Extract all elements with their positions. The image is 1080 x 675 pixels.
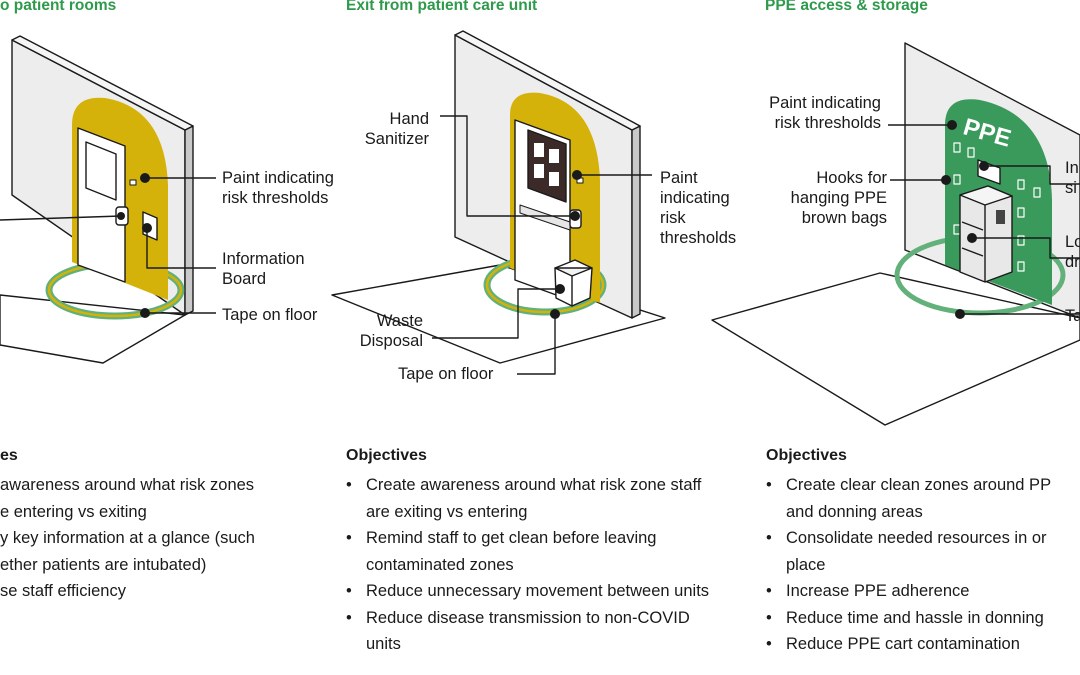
leader-dots bbox=[117, 120, 989, 319]
panel2-tape-label: Tape on floor bbox=[398, 365, 494, 383]
objective-item: Create clear clean zones around PP and d… bbox=[766, 472, 1080, 525]
hook-icon bbox=[967, 147, 975, 158]
panel1-objectives: awareness around what risk zones e enter… bbox=[0, 472, 310, 605]
panel1-objectives-heading: es bbox=[0, 447, 18, 464]
panel3-objectives: Create clear clean zones around PP and d… bbox=[766, 472, 1080, 658]
hook-icon bbox=[953, 142, 961, 153]
hook-icon bbox=[1033, 187, 1041, 198]
objective-item: Increase PPE adherence bbox=[766, 578, 1080, 605]
panel2-floor bbox=[331, 264, 666, 364]
panel1-title: o patient rooms bbox=[0, 0, 117, 14]
panel2-illustration bbox=[331, 30, 666, 364]
objective-item: Consolidate needed resources in or place bbox=[766, 525, 1080, 578]
objective-item: e entering vs exiting bbox=[0, 502, 147, 521]
leader-lines bbox=[0, 115, 1080, 375]
objective-item: Create awareness around what risk zone s… bbox=[346, 472, 726, 525]
panel3-hooks-label: Hooks for hanging PPE brown bags bbox=[790, 169, 887, 227]
objective-item: awareness around what risk zones bbox=[0, 476, 255, 494]
hook-icon bbox=[1017, 207, 1025, 218]
panel3-info-label: In si bbox=[1065, 159, 1079, 197]
panel3-objectives-heading: Objectives bbox=[766, 447, 847, 464]
panel2-waste-label: Waste Disposal bbox=[359, 312, 423, 350]
panel1-paint-label: Paint indicating risk thresholds bbox=[222, 169, 334, 207]
panel1-info-label: Information Board bbox=[222, 250, 305, 288]
panel3-illustration bbox=[711, 42, 1080, 426]
objective-item: se staff efficiency bbox=[0, 582, 126, 600]
panel1-floor bbox=[0, 294, 186, 364]
objective-item: ether patients are intubated) bbox=[0, 555, 207, 574]
panel2-waste-bin bbox=[554, 259, 593, 307]
panel2-sanitizer-label: Hand Sanitizer bbox=[364, 110, 429, 148]
panel2-paint-label: Paint indicating risk thresholds bbox=[660, 169, 737, 247]
objective-item: Reduce time and hassle in donning bbox=[766, 605, 1080, 632]
hook-icon bbox=[953, 174, 961, 185]
objective-item: Reduce PPE cart contamination bbox=[766, 631, 1080, 658]
panel3-tape-label: Ta bbox=[1065, 307, 1080, 325]
panel3-locker-label: Lo dr bbox=[1065, 233, 1080, 271]
hook-icon bbox=[1017, 179, 1025, 190]
panel2-objectives-heading: Objectives bbox=[346, 447, 427, 464]
panel1-tape-label: Tape on floor bbox=[222, 306, 318, 324]
panel1-door-window bbox=[85, 141, 117, 201]
objective-item: Remind staff to get clean before leaving… bbox=[346, 525, 726, 578]
panel2-title: Exit from patient care unit bbox=[346, 0, 538, 14]
panel2-objectives: Create awareness around what risk zone s… bbox=[346, 472, 726, 658]
panel3-title: PPE access & storage bbox=[765, 0, 928, 14]
panel1-illustration bbox=[0, 35, 194, 364]
objective-item: Reduce disease transmission to non-COVID… bbox=[346, 605, 726, 658]
hook-icon bbox=[1017, 235, 1025, 246]
objective-item: Reduce unnecessary movement between unit… bbox=[346, 578, 726, 605]
objective-item: y key information at a glance (such bbox=[0, 529, 255, 547]
panel3-paint-label: Paint indicating risk thresholds bbox=[769, 94, 881, 132]
hook-icon bbox=[1017, 261, 1025, 272]
